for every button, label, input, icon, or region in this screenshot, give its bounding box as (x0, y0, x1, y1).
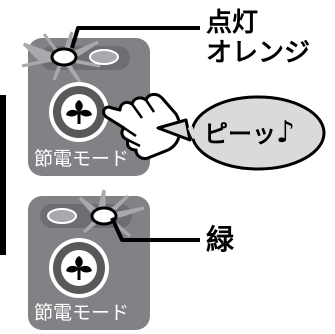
top-callout-line1: 点灯 (206, 8, 259, 38)
top-callout-line2: オレンジ (206, 38, 311, 68)
top-leader-line (70, 26, 200, 49)
top-right-lamp-off (89, 49, 119, 65)
leaf-icon (61, 250, 97, 286)
bottom-leader-line (110, 217, 200, 242)
top-left-lamp-lit (50, 47, 78, 67)
bottom-callout: 緑 (206, 223, 235, 256)
bottom-panel-label: 節電モード (34, 302, 130, 324)
leaf-icon (61, 94, 97, 130)
bottom-right-lamp-lit (90, 206, 118, 226)
device-edge-bar (0, 95, 6, 255)
beep-text: ピーッ♪ (204, 118, 295, 148)
top-panel (21, 31, 150, 176)
top-panel-label: 節電モード (34, 148, 130, 170)
hand-pointing-icon (102, 92, 182, 160)
speech-bubble-icon (156, 95, 326, 171)
music-note-icon: ♪ (276, 115, 296, 150)
bottom-left-lamp-off (47, 208, 77, 224)
bottom-panel (28, 189, 150, 330)
beep-word: ピーッ (204, 120, 276, 148)
